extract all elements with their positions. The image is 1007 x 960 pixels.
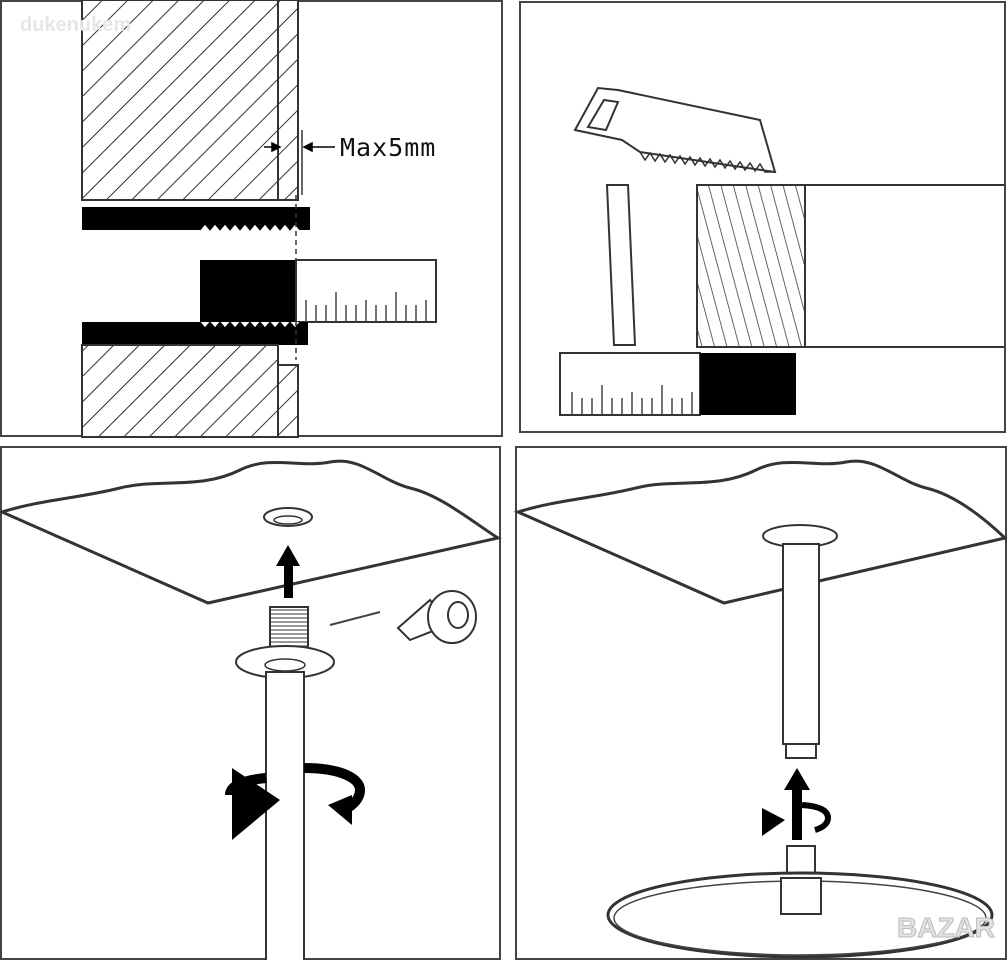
wall-lower — [81, 344, 279, 438]
arrow-up-icon — [784, 768, 810, 840]
ceiling — [0, 459, 502, 605]
tape-roll-icon — [396, 590, 477, 644]
shower-arm-pipe — [782, 543, 820, 745]
fitting-block — [200, 260, 296, 322]
arrow-up-icon — [276, 545, 300, 598]
saw-icon — [573, 86, 777, 174]
pipe-cut-section — [696, 184, 806, 348]
watermark-bottom-right: BAZAR — [897, 912, 996, 944]
pipe-upper-wall — [82, 207, 310, 230]
panel-measure-wall-gap: Max5mm — [81, 0, 437, 438]
panel-screw-pipe-to-ceiling — [0, 459, 502, 960]
panel-frame-bottom-left — [0, 446, 501, 960]
panel-attach-shower-head — [513, 459, 1007, 959]
measuring-tape — [559, 352, 701, 416]
dimension-arrows — [264, 141, 335, 153]
fitting-block — [700, 353, 796, 415]
watermark-top-left: dukenukem — [20, 14, 132, 36]
rotate-arrow-icon — [225, 763, 366, 840]
max-gap-label: Max5mm — [340, 133, 436, 162]
panel-cut-pipe — [559, 86, 1005, 416]
wall-upper — [81, 0, 279, 201]
pipe-lower-wall — [82, 322, 308, 345]
pipe-thread-end — [785, 743, 817, 759]
tile-upper — [277, 0, 299, 201]
panel-frame-top-right — [519, 1, 1006, 433]
shower-head-neck — [780, 877, 822, 915]
panel-frame-bottom-right — [515, 446, 1007, 960]
rotate-arrow-icon — [762, 802, 832, 836]
ceiling — [513, 459, 1007, 605]
tile-lower — [277, 364, 299, 438]
shower-arm-pipe — [265, 671, 305, 960]
cut-piece — [605, 184, 637, 346]
